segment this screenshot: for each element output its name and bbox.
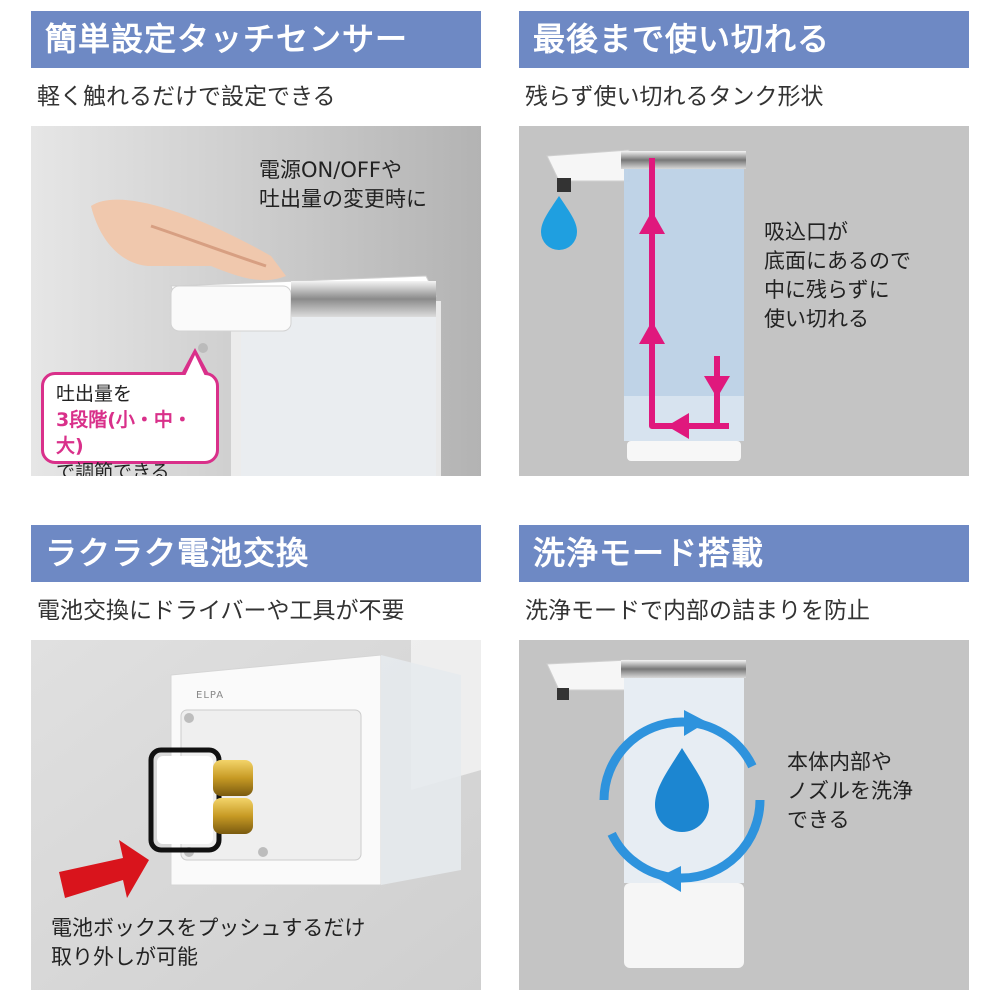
callout-text: 本体内部や ノズルを洗浄 できる [787, 748, 913, 835]
panel-subtitle: 軽く触れるだけで設定できる [37, 84, 336, 110]
cleaning-cycle-illustration [519, 640, 969, 990]
callout-line: ノズルを洗浄 [787, 779, 913, 803]
callout-line: 本体内部や [787, 750, 892, 774]
bubble-line: 吐出量を [56, 383, 133, 405]
callout-line: 取り外しが可能 [51, 945, 198, 969]
callout-text: 電源ON/OFFや 吐出量の変更時に [259, 156, 427, 214]
product-photo-battery: ELPA 電池ボックスをプッシュするだけ 取り外しが可能 [31, 640, 481, 990]
callout-line: 底面にあるので [764, 249, 911, 273]
panel-title: ラクラク電池交換 [31, 525, 481, 582]
speech-bubble: 吐出量を 3段階(小・中・大) で調節できる [41, 372, 219, 476]
product-photo-cleaning: 本体内部や ノズルを洗浄 できる [519, 640, 969, 990]
panel-title: 簡単設定タッチセンサー [31, 11, 481, 68]
panel-cleaning-mode: 洗浄モード搭載 洗浄モードで内部の詰まりを防止 本体内部や ノズルを洗浄 できる [519, 525, 969, 990]
panel-title: 最後まで使い切れる [519, 11, 969, 68]
callout-line: 中に残らずに [764, 278, 890, 302]
callout-line: 吸込口が [764, 220, 848, 244]
callout-line: 電源ON/OFFや [259, 158, 403, 182]
bubble-line: で調節できる [56, 461, 170, 476]
panel-subtitle: 残らず使い切れるタンク形状 [525, 84, 824, 110]
product-photo-touch: 電源ON/OFFや 吐出量の変更時に 吐出量を 3段階(小・中・大) で調節でき… [31, 126, 481, 476]
battery-box-illustration [31, 640, 481, 990]
bubble-highlight: 3段階(小・中・大) [56, 409, 192, 457]
callout-text: 電池ボックスをプッシュするだけ 取り外しが可能 [51, 914, 365, 972]
panel-use-up: 最後まで使い切れる 残らず使い切れるタンク形状 [519, 11, 969, 476]
panel-battery: ラクラク電池交換 電池交換にドライバーや工具が不要 [31, 525, 481, 990]
panel-subtitle: 洗浄モードで内部の詰まりを防止 [525, 598, 870, 624]
brand-mark: ELPA [196, 690, 225, 701]
bubble-tail-inner [185, 355, 205, 376]
panel-title: 洗浄モード搭載 [519, 525, 969, 582]
product-photo-tank: 吸込口が 底面にあるので 中に残らずに 使い切れる [519, 126, 969, 476]
callout-line: 電池ボックスをプッシュするだけ [51, 916, 366, 940]
callout-line: 使い切れる [764, 307, 869, 331]
callout-line: できる [787, 808, 850, 832]
panel-touch-sensor: 簡単設定タッチセンサー 軽く触れるだけで設定できる 電源ON/OFFや [31, 11, 481, 476]
tank-flow-illustration [519, 126, 969, 476]
panel-subtitle: 電池交換にドライバーや工具が不要 [37, 598, 405, 624]
callout-line: 吐出量の変更時に [259, 187, 427, 211]
callout-text: 吸込口が 底面にあるので 中に残らずに 使い切れる [764, 218, 911, 334]
